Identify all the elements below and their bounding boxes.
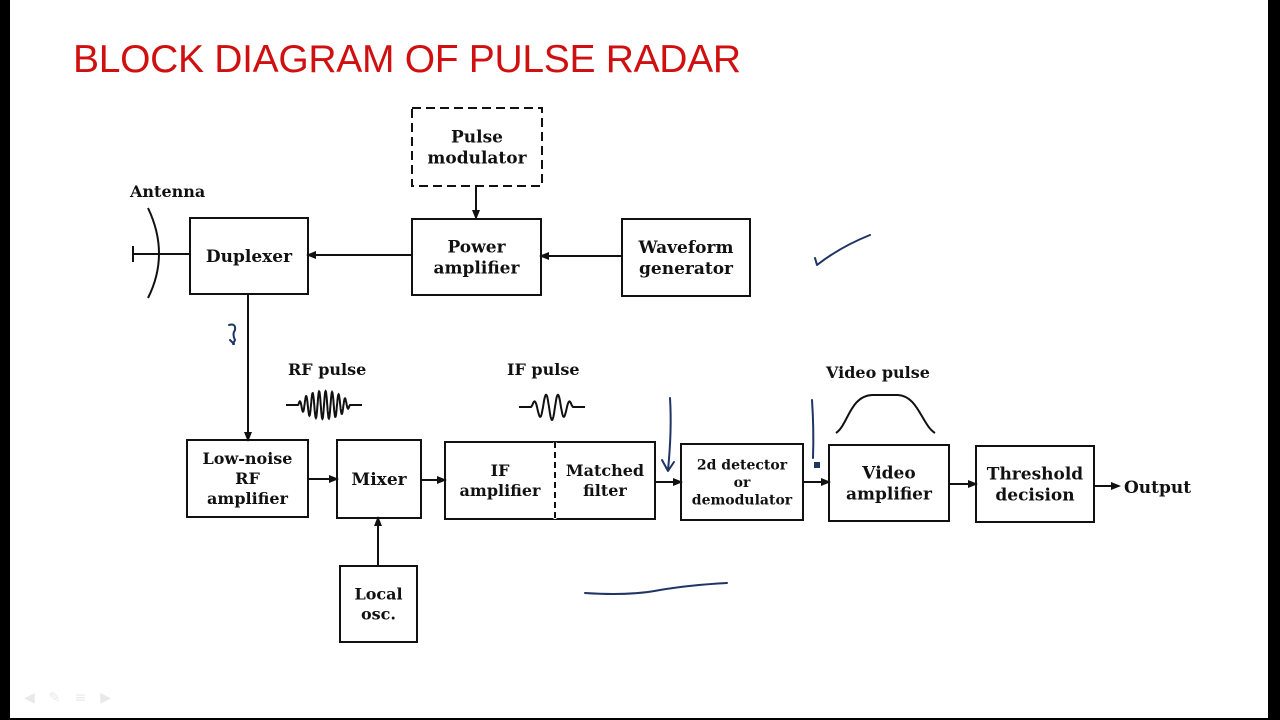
ink-vertical-stroke (811, 399, 815, 459)
rf-pulse-waveform (286, 389, 362, 421)
next-slide-icon[interactable]: ▶ (100, 690, 112, 706)
threshold-decision-label: decision (995, 486, 1074, 506)
pulse-modulator-box (411, 107, 543, 187)
waveform-generator-box (621, 218, 751, 297)
detector-label: 2d detector (697, 457, 788, 473)
ink-down-arrow (661, 397, 675, 472)
power-amplifier-box (411, 218, 542, 296)
ink-down-arrow-small (228, 323, 237, 345)
ink-underline (584, 582, 728, 595)
local-osc-box (339, 565, 418, 643)
power-amplifier-label: Power (447, 237, 506, 257)
video-pulse-label: Video pulse (825, 363, 930, 382)
power-amplifier-label: amplifier (434, 259, 521, 279)
low-noise-rf-amplifier-box (186, 439, 309, 518)
detector-label: or (734, 475, 751, 491)
slide-title: BLOCK DIAGRAM OF PULSE RADAR (73, 38, 741, 81)
low-noise-rf-amplifier-label: Low-noise (203, 449, 293, 468)
pulse-modulator-label: Pulse (451, 127, 503, 147)
video-pulse-waveform (835, 394, 936, 434)
waveform-generator-label: Waveform (638, 238, 734, 258)
waveform-generator-label: generator (639, 259, 734, 279)
duplexer-box (189, 217, 309, 295)
mixer-label: Mixer (351, 470, 407, 490)
ink-pointer-mark (814, 462, 820, 468)
video-amplifier-label: amplifier (846, 485, 933, 505)
duplexer-block: Duplexer (189, 217, 309, 295)
ink-annotations (228, 234, 871, 595)
video-pulse-signal: Video pulse (825, 363, 936, 434)
menu-icon[interactable]: ≡ (74, 690, 87, 706)
antenna: Antenna (129, 182, 205, 299)
output-label: Output (1124, 478, 1191, 498)
if-pulse-label: IF pulse (507, 360, 580, 379)
rf-pulse-label: RF pulse (288, 360, 366, 379)
low-noise-rf-amplifier-label: amplifier (207, 489, 288, 508)
antenna-label: Antenna (129, 182, 205, 201)
pen-icon[interactable]: ✎ (48, 690, 61, 706)
rf-pulse-signal: RF pulse (286, 360, 366, 421)
threshold-decision-box (975, 445, 1095, 523)
duplexer-label: Duplexer (206, 247, 293, 267)
prev-slide-icon[interactable]: ◀ (24, 690, 35, 706)
slide: BLOCK DIAGRAM OF PULSE RADAR Antenna Pul… (10, 0, 1268, 718)
matched-filter-label: Matched (566, 461, 644, 480)
slideshow-nav: ◀ ✎ ≡ ▶ (24, 690, 111, 706)
if-amplifier-label: IF (491, 461, 510, 480)
if-amplifier-label: amplifier (460, 481, 541, 500)
matched-filter-label: filter (583, 481, 627, 500)
pulse-modulator-label: modulator (427, 149, 527, 169)
low-noise-rf-amplifier-label: RF (235, 469, 260, 488)
if-pulse-waveform (519, 393, 585, 422)
local-osc-label: Local (354, 585, 402, 604)
local-osc-label: osc. (361, 605, 396, 624)
connections: Output (244, 186, 1191, 566)
if-pulse-signal: IF pulse (507, 360, 585, 422)
threshold-decision-label: Threshold (987, 464, 1084, 484)
ink-checkmark (814, 234, 871, 266)
mixer-block: Mixer (336, 439, 422, 519)
detector-label: demodulator (692, 492, 793, 508)
video-amplifier-label: Video (861, 463, 915, 483)
